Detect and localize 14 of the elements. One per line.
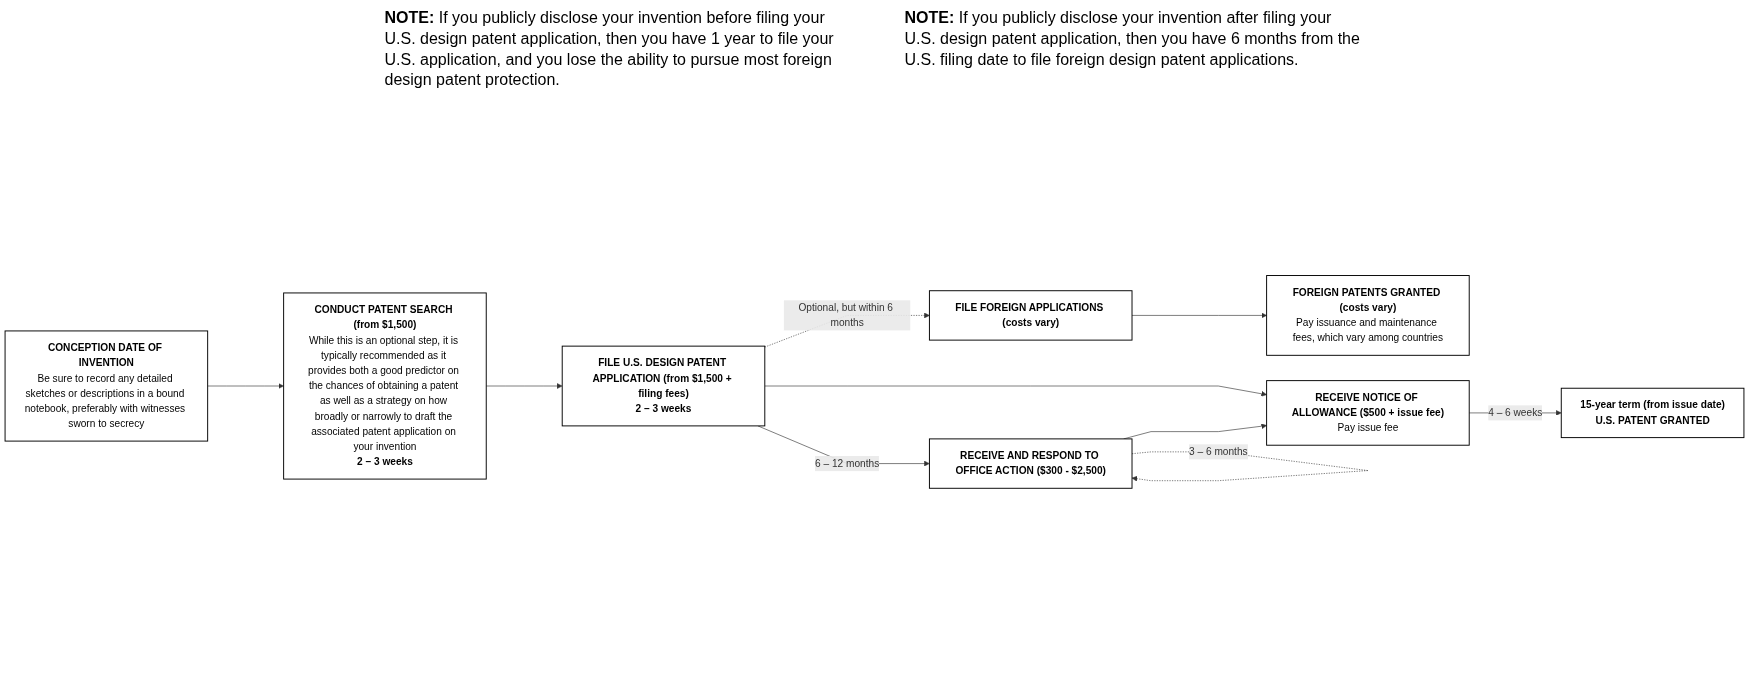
node-box: FILE FOREIGN APPLICATIONS (costs vary) — [928, 290, 1133, 341]
edge-label: 6 – 12 months — [815, 458, 880, 469]
node-box: CONDUCT PATENT SEARCH (from $1,500) While this is an optional step, it is typically recommended as it provides both a good predictor on the chances of obtaining a patent as well as a strategy on how broadly or narrowly to draft the associated patent application on your invention 2 – 3 weeks — [283, 292, 487, 480]
node-box: RECEIVE NOTICE OF ALLOWANCE ($500 + issue fee) Pay issue fee — [1266, 380, 1470, 446]
edge-label: 4 – 6 weeks — [1488, 407, 1543, 419]
node-box: CONCEPTION DATE OF INVENTION Be sure to record any detailed sketches or descriptions in a bound notebook, preferably with witnesses sworn to secrecy — [4, 330, 209, 442]
node-box: FOREIGN PATENTS GRANTED (costs vary) Pay issuance and maintenance fees, which vary among countries — [1266, 275, 1470, 356]
note-text: NOTE: If you publicly disclose your invention before filing your U.S. design patent application, then you have 1 year to file your U.S. application, and you lose the ability to pursue most foreign design patent protection. — [384, 8, 835, 91]
node-box: 15-year term (from issue date) U.S. PATENT GRANTED — [1560, 387, 1745, 439]
note-text: NOTE: If you publicly disclose your invention after filing your U.S. design patent application, then you have 6 months from the U.S. filing date to file foreign design patent applications. — [904, 8, 1361, 70]
edge-label: Optional, but within 6 months — [798, 302, 893, 329]
node-box: RECEIVE AND RESPOND TO OFFICE ACTION ($300 - $2,500) — [928, 438, 1133, 489]
node-box: FILE U.S. DESIGN PATENT APPLICATION (from $1,500 + filing fees) 2 – 3 weeks — [561, 345, 766, 427]
edge-label: 3 – 6 months — [1189, 446, 1248, 458]
